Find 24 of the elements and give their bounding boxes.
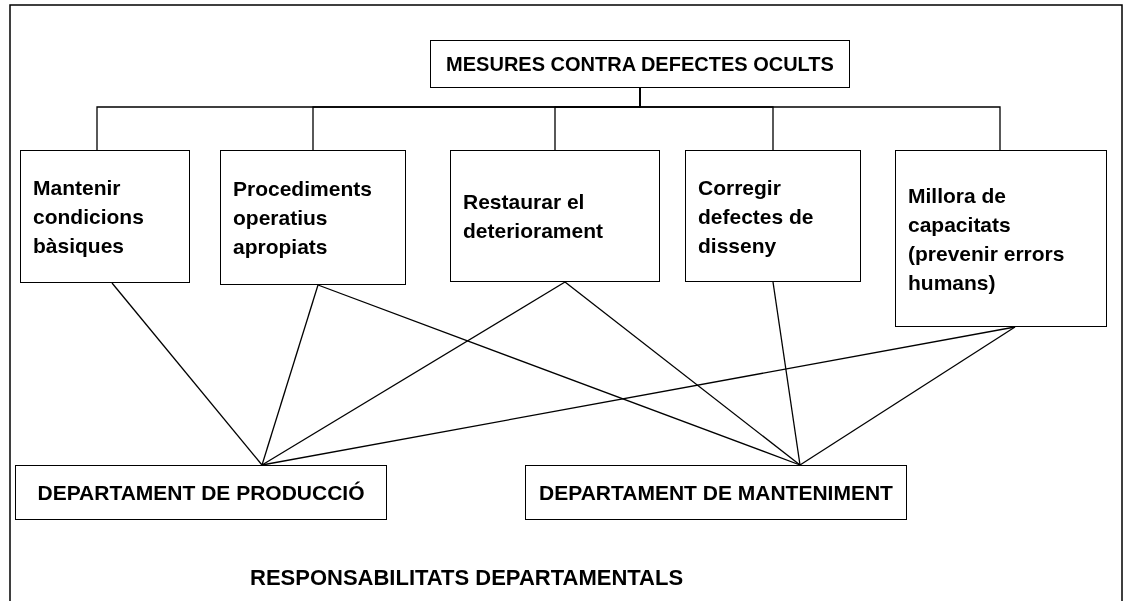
text-box bbox=[895, 150, 1107, 327]
box-label: DEPARTAMENT DE PRODUCCIÓ bbox=[37, 480, 365, 506]
text-box bbox=[450, 150, 660, 282]
box-label: DEPARTAMENT DE MANTENIMENT bbox=[539, 480, 893, 506]
box-label: Restaurar el deteriorament bbox=[463, 189, 605, 244]
connector-line bbox=[317, 284, 801, 466]
connector-line bbox=[261, 284, 319, 466]
box-label: Corregir defectes de disseny bbox=[698, 174, 815, 259]
connector-line bbox=[799, 326, 1016, 466]
text-box bbox=[15, 465, 387, 520]
text-box bbox=[430, 40, 850, 88]
box-label: Mantenir condicions bàsiques bbox=[33, 175, 145, 259]
section-caption: RESPONSABILITATS DEPARTAMENTALS bbox=[250, 565, 684, 591]
box-label: Procediments operatius apropiats bbox=[233, 176, 373, 260]
box-label: Millora de capacitats (prevenir errors humans) bbox=[908, 182, 1066, 296]
text-box bbox=[685, 150, 861, 282]
connector-line bbox=[564, 281, 801, 466]
text-box bbox=[525, 465, 907, 520]
connector-line bbox=[772, 281, 801, 466]
text-box bbox=[20, 150, 190, 283]
text-box bbox=[220, 150, 406, 285]
connector-line bbox=[111, 282, 263, 466]
box-label: MESURES CONTRA DEFECTES OCULTS bbox=[446, 51, 834, 77]
connector-line bbox=[261, 281, 566, 466]
